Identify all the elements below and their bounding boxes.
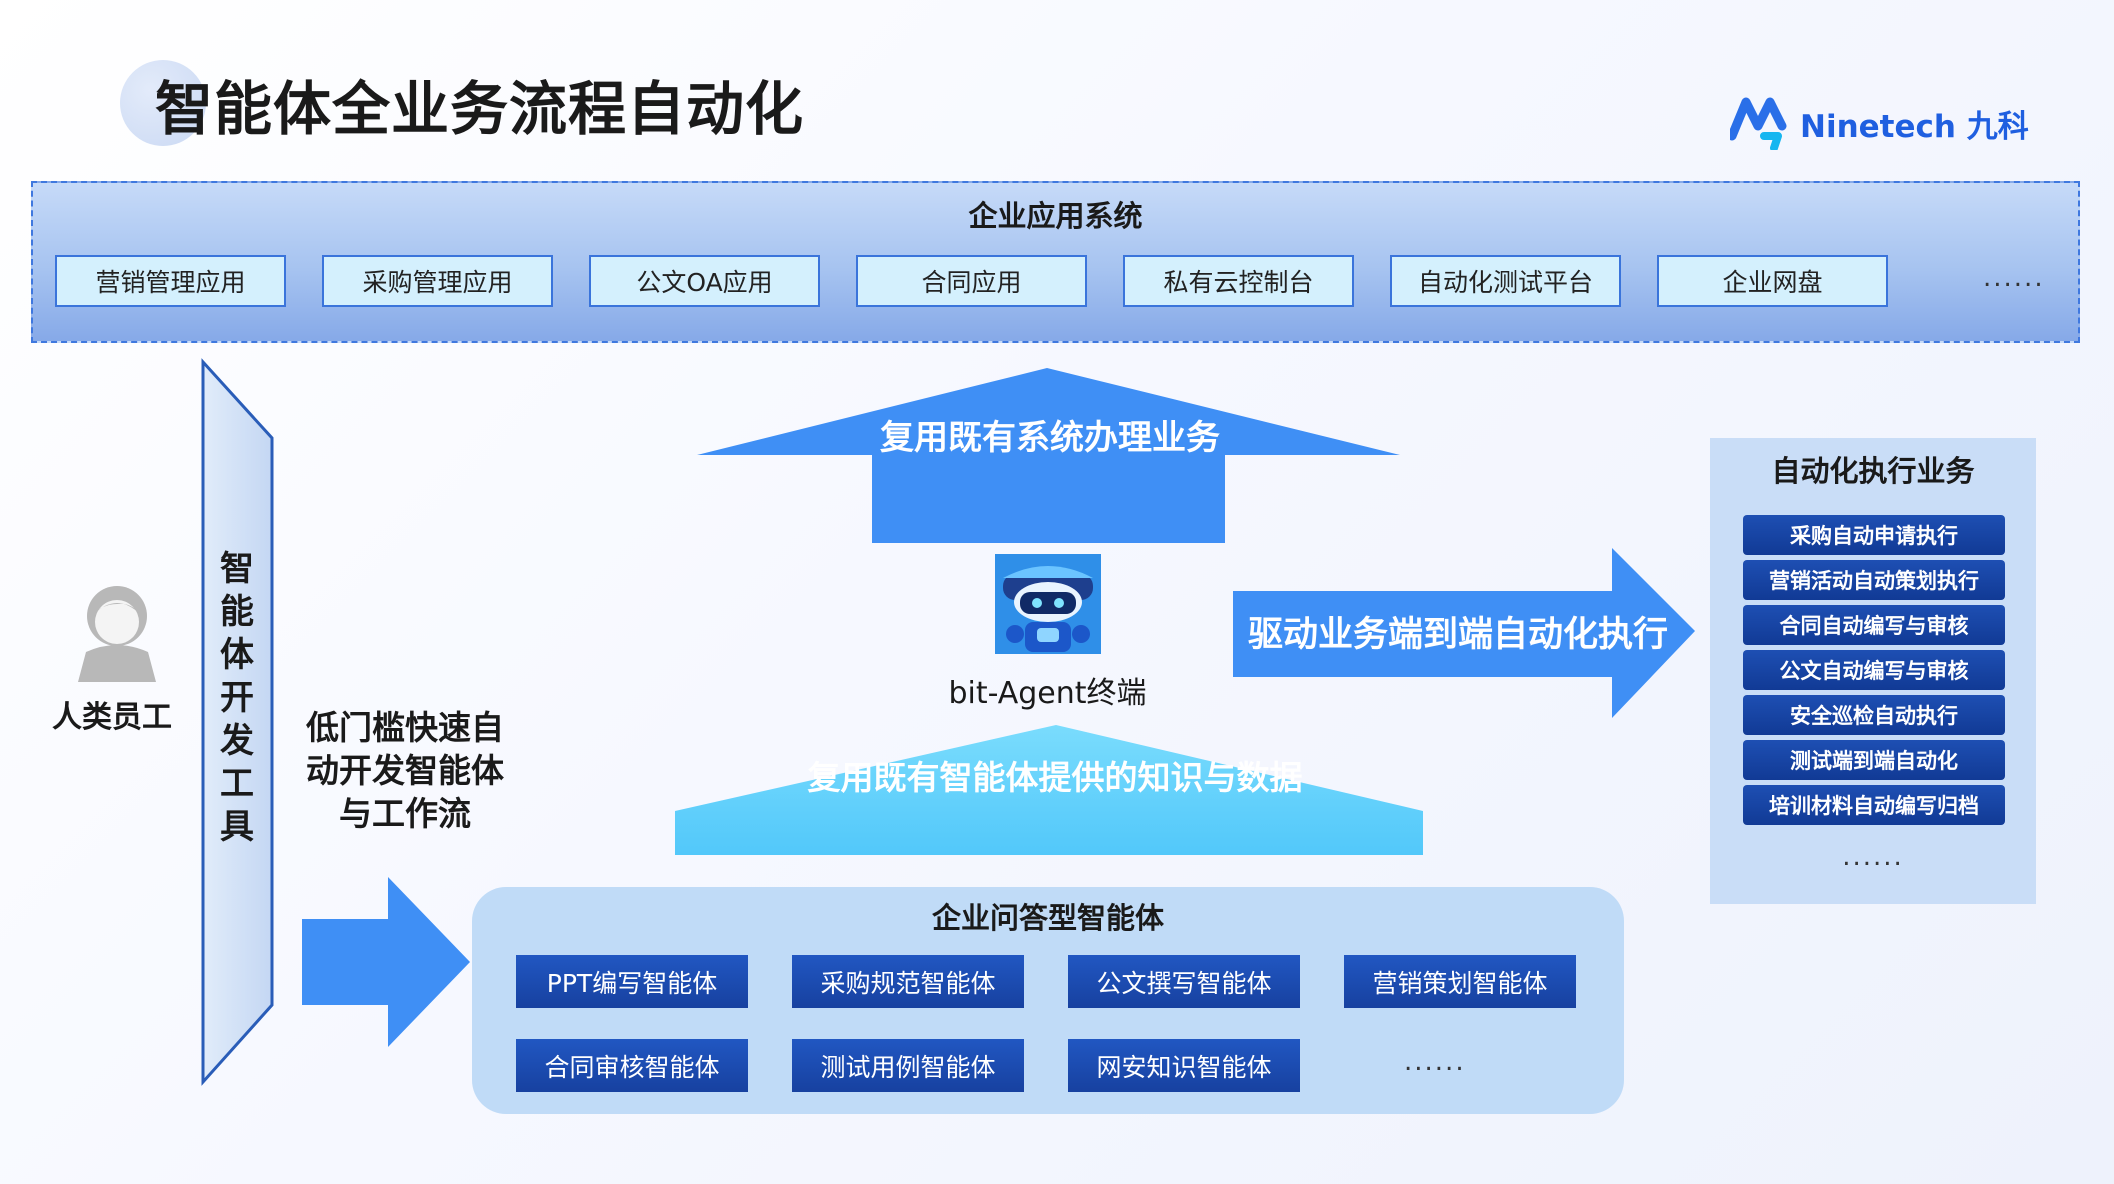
app-private-cloud[interactable]: 私有云控制台 xyxy=(1123,255,1354,307)
app-oa[interactable]: 公文OA应用 xyxy=(589,255,820,307)
auto-business-title: 自动化执行业务 xyxy=(1771,454,1975,488)
app-marketing[interactable]: 营销管理应用 xyxy=(55,255,286,307)
brand-logo: Ninetech 九科 xyxy=(1730,96,2029,150)
dev-tool-label: 智能体开发工具 xyxy=(220,549,254,847)
agent-marketing[interactable]: 营销策划智能体 xyxy=(1344,955,1576,1008)
robot-icon[interactable] xyxy=(995,554,1101,654)
dev-tool-bar xyxy=(201,358,274,1086)
arrow-right-to-qa xyxy=(302,877,470,1047)
reuse-knowledge-label: 复用既有智能体提供的知识与数据 xyxy=(807,758,1303,797)
task-testing[interactable]: 测试端到端自动化 xyxy=(1743,740,2005,780)
agent-procurement[interactable]: 采购规范智能体 xyxy=(792,955,1024,1008)
agent-terminal-label: bit-Agent终端 xyxy=(948,676,1147,711)
enterprise-system-panel: 企业应用系统 营销管理应用 采购管理应用 公文OA应用 合同应用 私有云控制台 … xyxy=(31,181,2080,343)
auto-business-panel: 自动化执行业务 采购自动申请执行 营销活动自动策划执行 合同自动编写与审核 公文… xyxy=(1710,438,2036,904)
reuse-systems-label: 复用既有系统办理业务 xyxy=(880,418,1220,458)
agent-contract[interactable]: 合同审核智能体 xyxy=(516,1039,748,1092)
app-netdisk[interactable]: 企业网盘 xyxy=(1657,255,1888,307)
task-procurement[interactable]: 采购自动申请执行 xyxy=(1743,515,2005,555)
enterprise-system-title: 企业应用系统 xyxy=(968,199,1143,233)
enterprise-system-more: ...... xyxy=(1983,263,2045,293)
task-security[interactable]: 安全巡检自动执行 xyxy=(1743,695,2005,735)
agent-ppt[interactable]: PPT编写智能体 xyxy=(516,955,748,1008)
task-training[interactable]: 培训材料自动编写归档 xyxy=(1743,785,2005,825)
app-procurement[interactable]: 采购管理应用 xyxy=(322,255,553,307)
logo-text: Ninetech 九科 xyxy=(1800,108,2029,145)
agent-testcase[interactable]: 测试用例智能体 xyxy=(792,1039,1024,1092)
human-employee-label: 人类员工 xyxy=(52,700,172,735)
page-title: 智能体全业务流程自动化 xyxy=(155,75,805,143)
arrow-up-reuse-knowledge xyxy=(675,725,1423,855)
lowcode-description: 低门槛快速自动开发智能体与工作流 xyxy=(306,708,504,833)
task-contract[interactable]: 合同自动编写与审核 xyxy=(1743,605,2005,645)
agent-document[interactable]: 公文撰写智能体 xyxy=(1068,955,1300,1008)
title-decoration xyxy=(120,60,206,146)
drive-automation-label: 驱动业务端到端自动化执行 xyxy=(1247,615,1668,655)
agent-security[interactable]: 网安知识智能体 xyxy=(1068,1039,1300,1092)
app-contract[interactable]: 合同应用 xyxy=(856,255,1087,307)
qa-agents-title: 企业问答型智能体 xyxy=(931,901,1164,935)
task-marketing[interactable]: 营销活动自动策划执行 xyxy=(1743,560,2005,600)
user-avatar-icon xyxy=(78,586,156,682)
ninetech-logo-icon xyxy=(1730,97,1787,150)
task-document[interactable]: 公文自动编写与审核 xyxy=(1743,650,2005,690)
auto-business-more: ...... xyxy=(1842,842,1904,872)
qa-agents-more: ...... xyxy=(1404,1047,1466,1077)
arrow-right-drive xyxy=(1233,548,1695,718)
arrow-up-reuse-systems xyxy=(697,368,1400,543)
qa-agents-panel: 企业问答型智能体 PPT编写智能体 采购规范智能体 公文撰写智能体 营销策划智能… xyxy=(472,887,1624,1114)
app-auto-test[interactable]: 自动化测试平台 xyxy=(1390,255,1621,307)
